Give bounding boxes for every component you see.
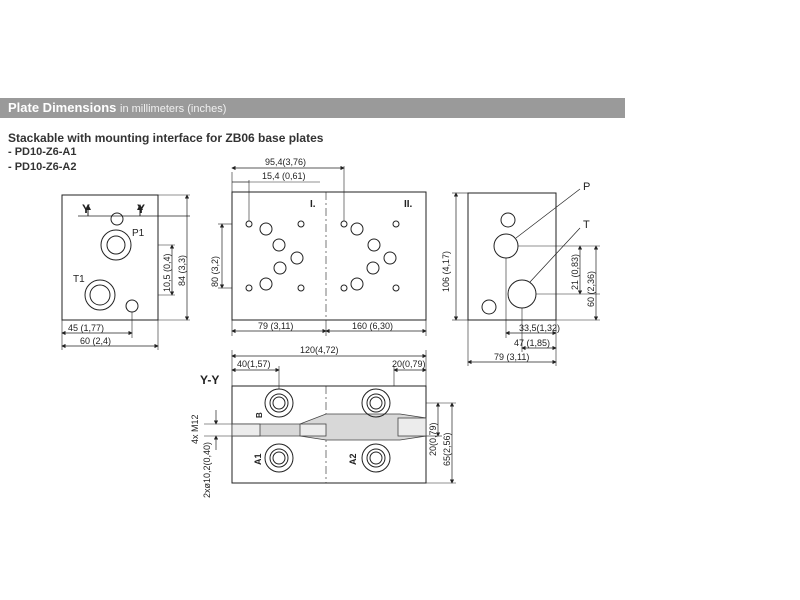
dim-text-106: 106 (4,17) bbox=[441, 251, 451, 292]
port-p1-inner bbox=[106, 235, 126, 255]
small-hole-top bbox=[110, 212, 124, 226]
dim-text-120: 120(4,72) bbox=[300, 345, 339, 355]
section-title: Y-Y bbox=[200, 373, 219, 387]
label-port-a2: A2 bbox=[348, 453, 358, 465]
end-view bbox=[452, 188, 600, 366]
hole-bottom bbox=[481, 299, 497, 315]
dim-text-60-end: 60 (2,36) bbox=[586, 271, 596, 307]
label-port-t: T bbox=[583, 219, 590, 231]
header-band bbox=[0, 98, 625, 118]
dim-text-65: 65(2,56) bbox=[442, 432, 452, 466]
variant-a1: - PD10-Z6-A1 bbox=[8, 146, 77, 158]
end-view-outline bbox=[467, 192, 557, 321]
channel-plug-mid bbox=[299, 423, 327, 437]
dim-text-95: 95,4(3,76) bbox=[265, 157, 306, 167]
port-p bbox=[493, 233, 519, 259]
top-view-labels: 95,4(3,76) 15,4 (0,61) 80 (3,2) 79 (3,11… bbox=[210, 157, 413, 331]
label-port-b: B bbox=[255, 412, 264, 418]
port-p1-outer bbox=[100, 229, 132, 261]
leader-t bbox=[529, 227, 581, 283]
label-port-p1: P1 bbox=[132, 228, 145, 239]
dim-text-160: 160 (6,30) bbox=[352, 321, 393, 331]
zone-label-2: II. bbox=[404, 199, 413, 210]
dim-text-20-top: 20(0,79) bbox=[392, 359, 426, 369]
top-view-outline bbox=[231, 191, 427, 321]
dim-text-47: 47 (1,85) bbox=[514, 338, 550, 348]
hole-top bbox=[500, 212, 516, 228]
dim-text-10-5: 10,5 (0,4) bbox=[162, 253, 172, 292]
dim-text-60: 60 (2,4) bbox=[80, 336, 111, 346]
section-view-labels: Y-Y 120(4,72) 40(1,57) 20(0,79) 4x M12 2… bbox=[190, 345, 452, 498]
port-t1-inner bbox=[89, 284, 111, 306]
label-port-t1: T1 bbox=[73, 274, 85, 285]
header-units-note: in millimeters (inches) bbox=[120, 103, 227, 115]
dim-text-40: 40(1,57) bbox=[237, 359, 271, 369]
top-view bbox=[218, 165, 427, 336]
header-title-main: Plate Dimensions bbox=[8, 100, 117, 115]
label-port-a1: A1 bbox=[253, 453, 263, 465]
side-view bbox=[61, 194, 190, 350]
dim-text-79-end: 79 (3,11) bbox=[494, 352, 529, 362]
variant-a2: - PD10-Z6-A2 bbox=[8, 161, 77, 173]
header-title: Plate Dimensions in millimeters (inches) bbox=[8, 100, 226, 115]
dim-text-20-right: 20(0,79) bbox=[428, 422, 438, 456]
side-view-labels: Y Y P1 T1 10,5 (0,4) 84 (3,3) 45 (1,77) … bbox=[68, 202, 187, 346]
channel-plug-left bbox=[231, 423, 261, 437]
dim-text-21: 21 (0,83) bbox=[570, 254, 580, 290]
dim-text-84: 84 (3,3) bbox=[177, 255, 187, 286]
port-t bbox=[507, 279, 537, 309]
subtitle: Stackable with mounting interface for ZB… bbox=[8, 131, 324, 145]
dim-text-79-top: 79 (3,11) bbox=[258, 321, 293, 331]
section-view bbox=[204, 350, 456, 484]
port-t1-outer bbox=[84, 279, 116, 311]
end-view-labels: P T 106 (4,17) 21 (0,83) 60 (2,36) 33,5(… bbox=[441, 181, 596, 362]
dim-text-2x: 2xø10,2(0,40) bbox=[202, 442, 212, 498]
dim-text-33: 33,5(1,32) bbox=[519, 323, 560, 333]
small-hole-bottom bbox=[125, 299, 139, 313]
label-port-p: P bbox=[583, 181, 590, 193]
section-mark-right: Y bbox=[137, 202, 145, 216]
zone-label-1: I. bbox=[310, 199, 316, 210]
dim-text-15: 15,4 (0,61) bbox=[262, 171, 306, 181]
dim-text-80: 80 (3,2) bbox=[210, 256, 220, 287]
leader-p bbox=[515, 188, 581, 239]
dim-text-m12: 4x M12 bbox=[190, 414, 200, 444]
channel-plug-right bbox=[397, 417, 427, 437]
side-view-outline bbox=[61, 194, 159, 321]
section-mark-left: Y bbox=[82, 202, 90, 216]
dim-text-45: 45 (1,77) bbox=[68, 323, 104, 333]
